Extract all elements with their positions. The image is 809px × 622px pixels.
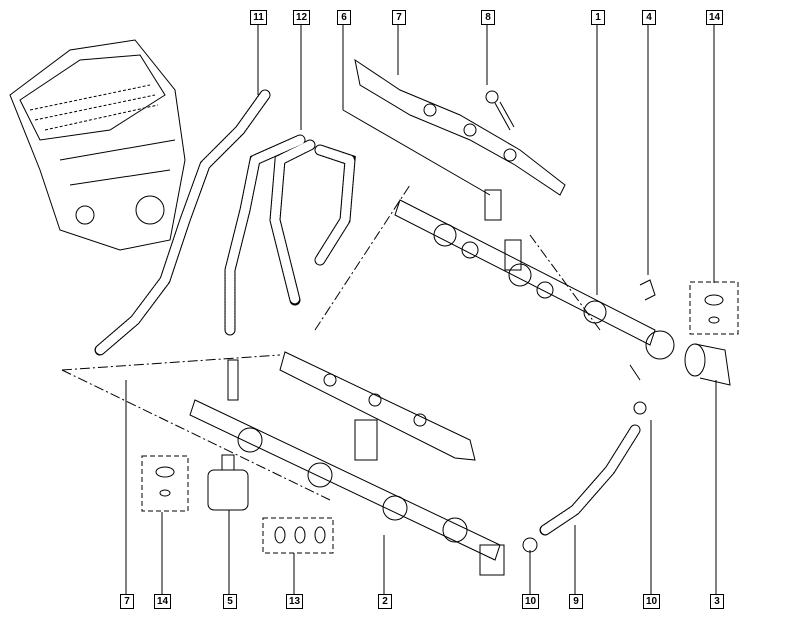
engine-illustration bbox=[9, 39, 186, 251]
clip bbox=[639, 279, 656, 301]
lower-gasket bbox=[279, 351, 476, 461]
hoses-outline bbox=[94, 89, 641, 536]
callout-11: 11 bbox=[250, 10, 267, 25]
callout-14: 14 bbox=[154, 594, 171, 609]
upper-fuel-rail bbox=[394, 189, 675, 381]
seal-kit-bottom bbox=[141, 455, 189, 512]
filter bbox=[207, 454, 249, 511]
callout-7: 7 bbox=[120, 594, 134, 609]
callout-7: 7 bbox=[392, 10, 406, 25]
callout-13: 13 bbox=[286, 594, 303, 609]
callout-3: 3 bbox=[710, 594, 724, 609]
callout-12: 12 bbox=[293, 10, 310, 25]
callout-1: 1 bbox=[591, 10, 605, 25]
callout-2: 2 bbox=[378, 594, 392, 609]
callout-4: 4 bbox=[642, 10, 656, 25]
clamp bbox=[522, 537, 538, 553]
callout-8: 8 bbox=[481, 10, 495, 25]
leader-lines bbox=[125, 25, 717, 594]
callout-14: 14 bbox=[706, 10, 723, 25]
seal-kit-13 bbox=[262, 517, 334, 554]
lower-fuel-rail bbox=[189, 359, 505, 576]
seal-kit-top bbox=[689, 281, 739, 335]
bolt bbox=[485, 90, 515, 131]
callout-10: 10 bbox=[643, 594, 660, 609]
hoses-fill bbox=[95, 90, 640, 535]
callout-5: 5 bbox=[223, 594, 237, 609]
pressure-regulator bbox=[684, 343, 731, 386]
callout-10: 10 bbox=[522, 594, 539, 609]
callout-6: 6 bbox=[337, 10, 351, 25]
callout-9: 9 bbox=[569, 594, 583, 609]
upper-gasket bbox=[354, 58, 566, 196]
clamp bbox=[633, 401, 647, 415]
construction-lines bbox=[61, 184, 601, 501]
